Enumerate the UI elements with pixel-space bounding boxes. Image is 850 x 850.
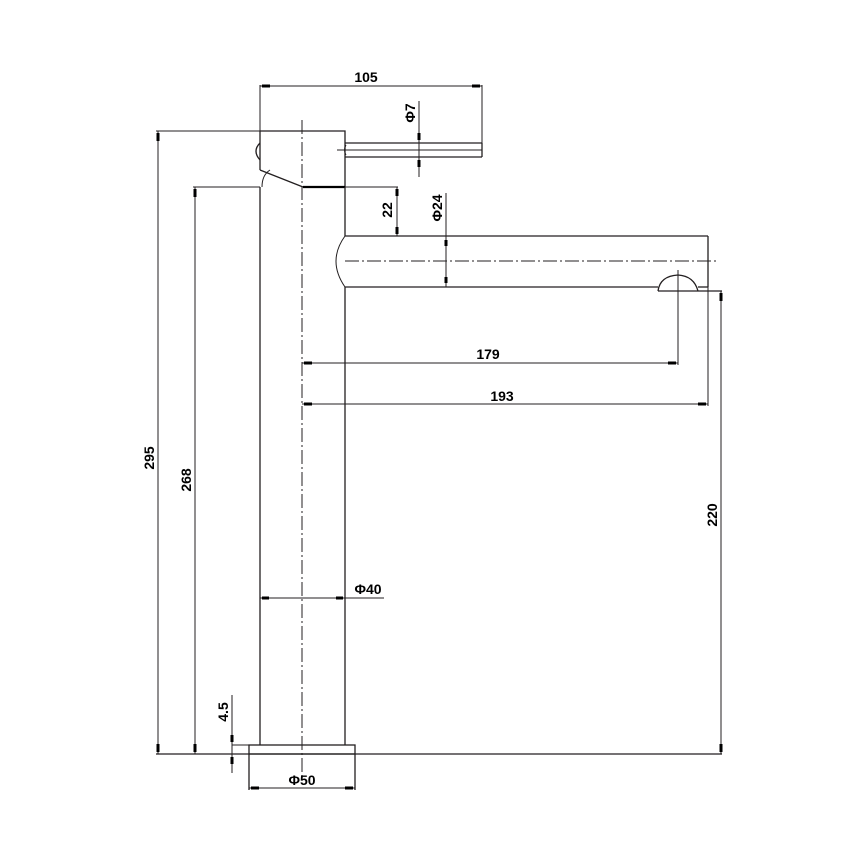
dim-label-220: 220: [704, 503, 720, 527]
dim-label-4-5: 4.5: [215, 702, 231, 722]
dim-label-105: 105: [354, 69, 378, 85]
base-extension-lines: [248, 754, 356, 790]
dim-reach-total: 193: [302, 287, 709, 406]
dim-total-height: 295: [141, 131, 160, 754]
dim-label-phi7: Φ7: [402, 103, 418, 122]
dim-label-295: 295: [141, 446, 157, 470]
dim-reach-aerator: 179: [302, 346, 678, 365]
dim-label-phi24: Φ24: [429, 194, 445, 221]
lever-joint-arc: [344, 144, 347, 156]
dim-label-268: 268: [178, 468, 194, 492]
dim-handle-length: 105: [259, 69, 483, 143]
dim-spout-diameter: Φ24: [429, 193, 448, 287]
dim-handle-diameter: Φ7: [402, 101, 421, 177]
dim-body-diameter: Φ40: [260, 581, 384, 600]
handle-housing-outline: [260, 130, 346, 187]
dim-label-193: 193: [490, 388, 514, 404]
dim-base-thickness: 4.5: [215, 695, 249, 773]
dim-label-179: 179: [476, 346, 500, 362]
dim-outlet-height: 220: [704, 291, 723, 754]
mixer-body: [248, 120, 722, 790]
handle-pivot-arc: [255, 142, 261, 161]
reference-lines: [156, 130, 722, 755]
dim-label-phi50: Φ50: [288, 772, 315, 788]
dim-label-phi40: Φ40: [354, 581, 381, 597]
dim-base-diameter: Φ50: [249, 772, 355, 790]
chamfer-arc: [261, 169, 271, 188]
dim-label-22: 22: [379, 202, 395, 218]
spout-joint-arc: [335, 235, 346, 288]
dim-body-height: 268: [178, 187, 197, 754]
dim-spout-offset: 22: [345, 186, 399, 236]
